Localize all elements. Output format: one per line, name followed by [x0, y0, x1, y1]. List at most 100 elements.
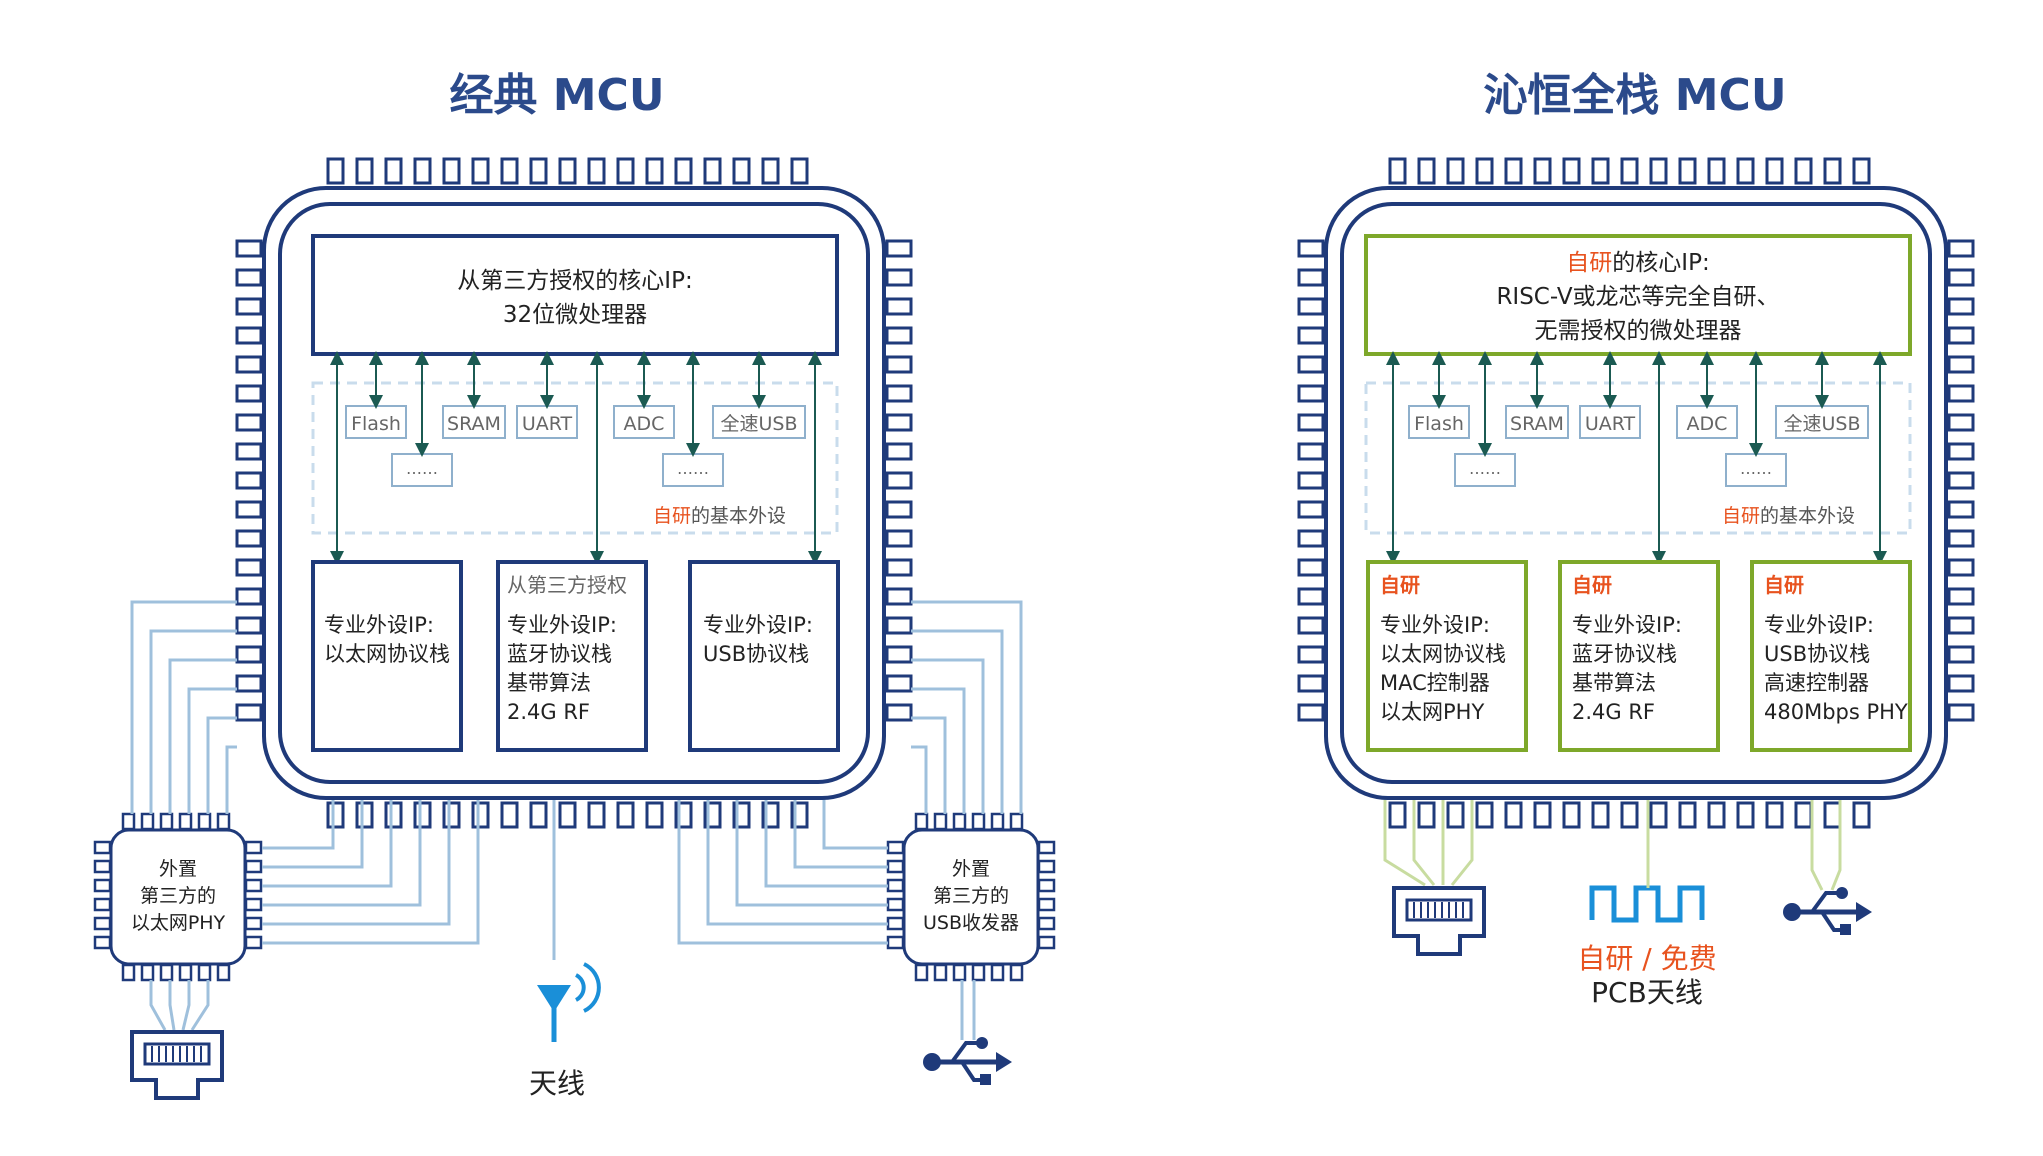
wch-ethernet-ip-block: 自研 专业外设IP: 以太网协议栈 MAC控制器 以太网PHY	[1366, 560, 1528, 752]
chip-pin-bottom	[1620, 801, 1639, 829]
ethernet-phy-wire	[262, 790, 335, 850]
external-chip-pin	[886, 840, 905, 855]
svg-text:外置: 外置	[159, 858, 197, 880]
chip-pin-left	[1297, 587, 1325, 606]
svg-text:以太网协议栈: 以太网协议栈	[1380, 642, 1506, 666]
svg-text:2.4G RF: 2.4G RF	[507, 700, 590, 724]
chip-pin-right	[885, 268, 913, 287]
chip-pin-top	[1388, 157, 1407, 185]
chip-pin-left	[235, 558, 263, 577]
chip-pin-bottom	[442, 801, 461, 829]
chip-pin-top	[587, 157, 606, 185]
chip-pin-left	[235, 413, 263, 432]
svg-text:自研: 自研	[1764, 573, 1804, 597]
external-chip-pin	[244, 935, 263, 950]
svg-text:Flash: Flash	[351, 413, 401, 435]
wch-peripheral-flash: Flash	[1408, 405, 1470, 439]
chip-pin-right	[1947, 442, 1975, 461]
chip-pin-left	[235, 500, 263, 519]
chip-pin-left	[235, 471, 263, 490]
chip-pin-right	[1947, 500, 1975, 519]
chip-pin-top	[558, 157, 577, 185]
external-chip-pin	[1037, 916, 1056, 931]
svg-text:高速控制器: 高速控制器	[1764, 671, 1869, 695]
svg-text:MAC控制器: MAC控制器	[1380, 671, 1490, 695]
rj45-wire	[149, 980, 167, 1031]
usb-transceiver-wire	[735, 790, 888, 907]
classic-usb-ip-block: 专业外设IP: USB协议栈	[688, 560, 840, 752]
svg-text:USB收发器: USB收发器	[923, 912, 1019, 934]
usb-transceiver-wire	[911, 600, 1023, 814]
external-chip-pin	[159, 812, 174, 831]
chip-pin-right	[1947, 529, 1975, 548]
chip-pin-right	[885, 587, 913, 606]
chip-pin-top	[1649, 157, 1668, 185]
chip-pin-bottom	[529, 801, 548, 829]
external-chip-pin	[1009, 812, 1024, 831]
rj45-wire	[168, 980, 176, 1031]
external-chip-pin	[886, 897, 905, 912]
chip-pin-bottom	[1707, 801, 1726, 829]
svg-text:自研: 自研	[1572, 573, 1612, 597]
chip-pin-top	[500, 157, 519, 185]
classic-chip-pins	[93, 157, 1056, 982]
chip-pin-left	[1297, 674, 1325, 693]
chip-pin-top	[1765, 157, 1784, 185]
external-usb-transceiver-chip: 外置 第三方的 USB收发器	[902, 828, 1040, 966]
chip-pin-bottom	[413, 801, 432, 829]
chip-pin-left	[1297, 471, 1325, 490]
external-chip-pin	[886, 859, 905, 874]
wch-peripheral-more-2: ……	[1725, 453, 1787, 487]
classic-peripheral-sram: SRAM	[442, 405, 506, 439]
chip-pin-left	[1297, 529, 1325, 548]
wch-core-ip-box	[1364, 234, 1912, 356]
chip-pin-bottom	[1591, 801, 1610, 829]
svg-text:基带算法: 基带算法	[1572, 671, 1656, 695]
chip-pin-left	[1297, 703, 1325, 722]
chip-pin-top	[529, 157, 548, 185]
chip-pin-right	[1947, 268, 1975, 287]
chip-pin-right	[1947, 703, 1975, 722]
svg-text:专业外设IP:: 专业外设IP:	[1572, 613, 1682, 637]
svg-text:以太网PHY: 以太网PHY	[131, 912, 226, 934]
external-chip-pin	[990, 812, 1005, 831]
external-chip-pin	[121, 812, 136, 831]
external-chip-pin	[216, 963, 231, 982]
chip-pin-left	[235, 355, 263, 374]
wch-peripheral-sram: SRAM	[1505, 405, 1569, 439]
chip-pin-bottom	[1794, 801, 1813, 829]
classic-peripheral-more-2: ……	[662, 453, 724, 487]
ethernet-phy-wire	[262, 790, 364, 869]
external-chip-pin	[933, 812, 948, 831]
chip-pin-left	[1297, 355, 1325, 374]
classic-peripheral-more-1: ……	[391, 453, 453, 487]
external-chip-pin	[1037, 859, 1056, 874]
chip-pin-right	[885, 326, 913, 345]
chip-pin-bottom	[500, 801, 519, 829]
chip-pin-bottom	[1504, 801, 1523, 829]
external-chip-pin	[93, 878, 112, 893]
usb-transceiver-wire	[677, 790, 888, 945]
chip-pin-left	[1297, 384, 1325, 403]
classic-bluetooth-ip-block: 从第三方授权 专业外设IP: 蓝牙协议栈 基带算法 2.4G RF	[496, 560, 648, 752]
chip-pin-top	[1475, 157, 1494, 185]
pcb-antenna-icon	[1589, 885, 1705, 923]
external-chip-pin	[197, 963, 212, 982]
chip-pin-right	[885, 616, 913, 635]
external-chip-pin	[93, 840, 112, 855]
antenna-label: 天线	[529, 1067, 585, 1100]
chip-pin-top	[761, 157, 780, 185]
external-chip-pin	[216, 812, 231, 831]
svg-text:外置: 外置	[952, 858, 990, 880]
chip-pin-top	[1591, 157, 1610, 185]
external-chip-pin	[1037, 935, 1056, 950]
external-chip-pin	[1009, 963, 1024, 982]
rj45-wire	[181, 980, 191, 1031]
external-chip-pin	[952, 963, 967, 982]
wch-core-ip-line3: 无需授权的微处理器	[1535, 318, 1742, 344]
external-chip-pin	[93, 897, 112, 912]
external-ethernet-phy-chip: 外置 第三方的 以太网PHY	[109, 828, 247, 966]
chip-pin-right	[885, 471, 913, 490]
wch-core-ip-line2: RISC-V或龙芯等完全自研、	[1496, 284, 1779, 310]
svg-text:以太网协议栈: 以太网协议栈	[324, 642, 450, 666]
